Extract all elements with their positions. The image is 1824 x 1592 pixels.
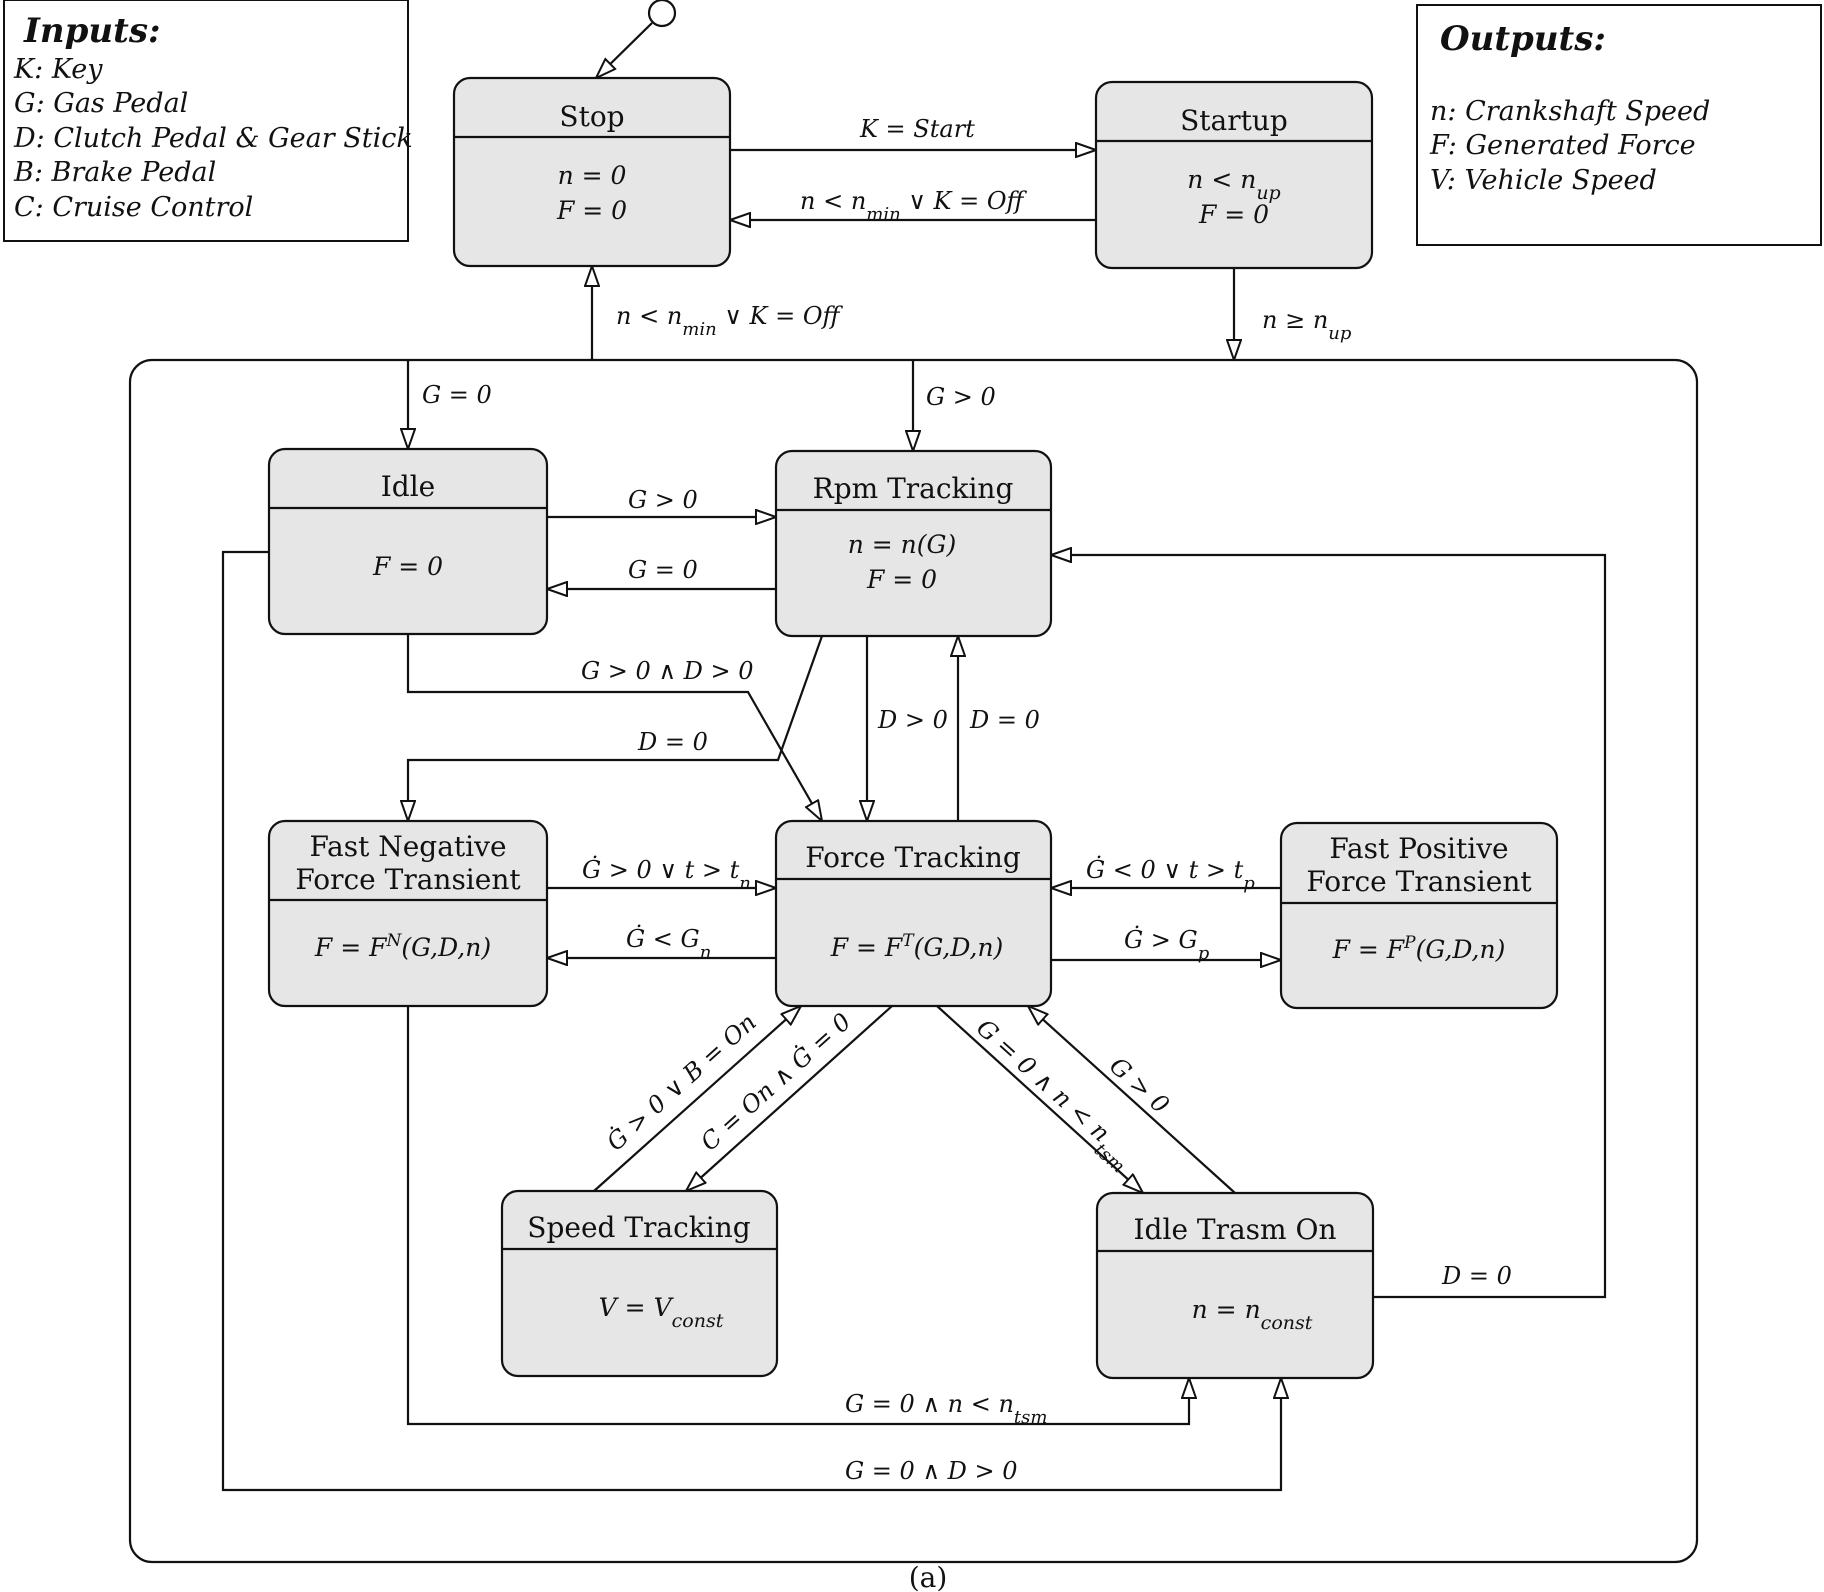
state-stop: Stop n = 0 F = 0 xyxy=(452,76,732,268)
arrow-force-to-speed xyxy=(686,1005,893,1191)
arrow-idletrasm-to-force xyxy=(1028,1006,1236,1194)
state-startup: Startup n < nup F = 0 xyxy=(1094,80,1374,270)
output-speed: V: Vehicle Speed xyxy=(1430,165,1657,196)
outputs-heading: Outputs: xyxy=(1440,19,1606,59)
arrow-rpm-to-fnft xyxy=(408,635,824,821)
state-speed-tracking: Speed Tracking V = Vconst xyxy=(500,1189,779,1378)
state-output: F = 0 xyxy=(1198,200,1269,229)
state-fast-positive-force-transient: Fast Positive Force Transient F = FP(G,D… xyxy=(1279,821,1559,1010)
label-rpm-to-force: D > 0 xyxy=(877,706,948,734)
state-output: n = n(G) xyxy=(848,530,957,559)
inputs-legend: Inputs: K: Key G: Gas Pedal D: Clutch Pe… xyxy=(3,0,413,242)
state-rpm-tracking: Rpm Tracking n = n(G) F = 0 xyxy=(774,449,1053,638)
state-title: Force Transient xyxy=(1306,865,1532,898)
arrow-fnft-to-idletrasm xyxy=(406,1006,1189,1426)
state-idle-trasm-on: Idle Trasm On n = nconst xyxy=(1095,1191,1375,1380)
label-idletrasm-to-rpm: D = 0 xyxy=(1441,1262,1512,1290)
state-title: Force Transient xyxy=(295,863,521,896)
initial-state-pointer xyxy=(596,0,677,78)
state-output: F = 0 xyxy=(372,552,443,581)
state-force-tracking: Force Tracking F = FT(G,D,n) xyxy=(774,819,1053,1008)
output-crankshaft: n: Crankshaft Speed xyxy=(1430,96,1710,127)
label-superstate-to-stop: n < nmin ∨ K = Off xyxy=(616,302,844,340)
state-output: F = FT(G,D,n) xyxy=(830,931,1004,962)
state-title: Rpm Tracking xyxy=(813,472,1014,505)
label-rpm-to-idle: G = 0 xyxy=(628,556,698,584)
label-entry-to-idle: G = 0 xyxy=(422,381,492,409)
label-rpm-to-fnft: D = 0 xyxy=(637,728,708,756)
label-stop-to-startup: K = Start xyxy=(859,115,975,143)
state-title: Stop xyxy=(559,100,624,133)
state-output: n = 0 xyxy=(558,161,627,190)
label-startup-to-stop: n < nmin ∨ K = Off xyxy=(800,187,1028,225)
input-brake: B: Brake Pedal xyxy=(13,157,216,188)
label-force-to-idletrasm: G = 0 ∧ n < ntsm xyxy=(965,1014,1141,1177)
arrow-force-to-idletrasm xyxy=(936,1005,1143,1193)
input-gas: G: Gas Pedal xyxy=(14,88,188,119)
state-title: Idle Trasm On xyxy=(1134,1213,1337,1246)
label-force-to-rpm: D = 0 xyxy=(969,706,1040,734)
state-idle: Idle F = 0 xyxy=(267,447,549,636)
state-output: F = FP(G,D,n) xyxy=(1332,933,1506,964)
state-title: Force Tracking xyxy=(805,841,1021,874)
input-key: K: Key xyxy=(13,54,103,85)
label-idle-to-force: G > 0 ∧ D > 0 xyxy=(581,657,754,685)
input-clutch: D: Clutch Pedal & Gear Stick xyxy=(13,123,413,154)
arrow-speed-to-force xyxy=(593,1006,801,1192)
label-force-to-fpft: Ġ > Gp xyxy=(1124,925,1210,964)
label-fnft-to-force: Ġ > 0 ∨ t > tn xyxy=(582,855,751,894)
state-fast-negative-force-transient: Fast Negative Force Transient F = FN(G,D… xyxy=(267,819,549,1008)
label-fnft-to-idletrasm: G = 0 ∧ n < ntsm xyxy=(845,1390,1047,1428)
arrow-idle-to-force xyxy=(406,634,822,821)
outputs-legend: Outputs: n: Crankshaft Speed F: Generate… xyxy=(1416,4,1822,246)
state-output: F = 0 xyxy=(556,196,627,225)
label-startup-to-superstate: n ≥ nup xyxy=(1262,306,1352,344)
state-title: Speed Tracking xyxy=(527,1211,750,1244)
input-cruise: C: Cruise Control xyxy=(14,192,253,223)
state-title: Fast Positive xyxy=(1329,832,1508,865)
inputs-heading: Inputs: xyxy=(23,11,161,51)
figure-caption: (a) xyxy=(909,1561,948,1592)
label-idle-to-idletrasm: G = 0 ∧ D > 0 xyxy=(845,1457,1018,1485)
label-entry-to-rpm: G > 0 xyxy=(926,383,996,411)
arrow-idletrasm-to-rpm xyxy=(1051,555,1607,1299)
state-title: Fast Negative xyxy=(309,830,506,863)
output-force: F: Generated Force xyxy=(1429,130,1696,161)
state-title: Idle xyxy=(381,470,436,503)
label-force-to-fnft: Ġ < Gn xyxy=(626,924,711,963)
state-output: F = FN(G,D,n) xyxy=(314,931,491,962)
state-title: Startup xyxy=(1180,104,1288,137)
state-output: F = 0 xyxy=(866,565,937,594)
arrow-idle-to-idletrasm xyxy=(221,550,1281,1492)
label-idle-to-rpm: G > 0 xyxy=(628,486,698,514)
